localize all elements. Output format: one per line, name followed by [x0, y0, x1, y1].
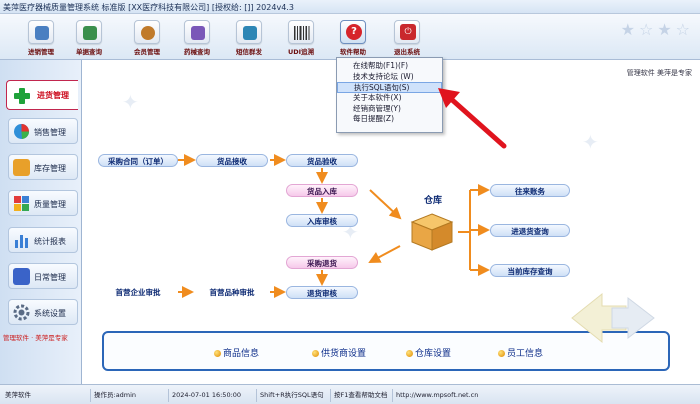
toolbar-button-help[interactable]: ? 软件帮助 [334, 20, 372, 59]
bar-chart-icon [13, 232, 30, 249]
node-purchase-query[interactable]: 进退货查询 [490, 224, 570, 237]
sidebar-tab-purchase[interactable]: 进货管理 [6, 80, 78, 110]
status-datetime: 2024-07-01 16:50:00 [168, 389, 256, 402]
menu-item-daily-reminder[interactable]: 每日提醒(Z) [353, 114, 394, 123]
node-goods-storage[interactable]: 货品入库 [286, 184, 358, 197]
status-bar: 美萍软件 操作员:admin 2024-07-01 16:50:00 Shift… [0, 384, 700, 404]
settings-icon [13, 304, 30, 321]
menu-item-about[interactable]: 关于本软件(X) [353, 93, 402, 102]
title-bar: 美萍医疗器械质量管理系统 标准版 [XX医疗科技有限公司] [授权给: []] … [0, 0, 700, 14]
node-return-audit[interactable]: 退货审核 [286, 286, 358, 299]
sidebar-item-sales[interactable]: 销售管理 [8, 118, 78, 144]
plus-icon [13, 87, 31, 105]
red-pointer-arrow-icon [438, 88, 507, 149]
node-first-product-audit[interactable]: 首营品种审批 [209, 288, 255, 297]
pie-chart-icon [13, 123, 30, 140]
daily-icon [13, 268, 30, 285]
link-product-info[interactable]: 商品信息 [214, 346, 259, 359]
status-operator: 操作员:admin [90, 389, 168, 402]
status-app-name: 美萍软件 [5, 391, 31, 399]
node-goods-inspect[interactable]: 货品验收 [286, 154, 358, 167]
bullet-icon [312, 350, 319, 357]
status-website: http://www.mpsoft.net.cn [392, 389, 492, 402]
bullet-icon [214, 350, 221, 357]
toolbar-button-document-search[interactable]: 单据查询 [70, 20, 108, 59]
toolbar-button-device-search[interactable]: 药械查询 [178, 20, 216, 59]
member-icon [134, 20, 160, 44]
toolbar-button-udi[interactable]: UDI追溯 [282, 20, 320, 59]
quality-icon [13, 195, 30, 212]
toolbar-button-member[interactable]: 会员管理 [128, 20, 166, 59]
brand-note: 管理软件 美萍是专家 [626, 69, 692, 77]
node-storage-audit[interactable]: 入库审核 [286, 214, 358, 227]
menu-item-execute-sql[interactable]: 执行SQL语句(S) [337, 82, 442, 93]
window-title: 美萍医疗器械质量管理系统 标准版 [XX医疗科技有限公司] [授权给: []] … [3, 3, 294, 12]
device-search-icon [184, 20, 210, 44]
inventory-icon [28, 20, 54, 44]
help-dropdown-menu: 在线帮助(F1)(F) 技术支持论坛 (W) 执行SQL语句(S) 关于本软件(… [336, 57, 443, 133]
warehouse-icon [13, 159, 30, 176]
sidebar-item-daily[interactable]: 日常管理 [8, 263, 78, 289]
menu-item-dealer-management[interactable]: 经销商管理(Y) [353, 103, 401, 113]
status-hint-help: 按F1查看帮助文档 [330, 389, 392, 402]
sidebar-item-settings[interactable]: 系统设置 [8, 299, 78, 325]
sidebar-item-quality[interactable]: 质量管理 [8, 190, 78, 216]
toolbar-button-sms[interactable]: 短信群发 [230, 20, 268, 59]
bullet-icon [406, 350, 413, 357]
node-purchase-return[interactable]: 采购退货 [286, 256, 358, 269]
link-warehouse-settings[interactable]: 仓库设置 [406, 346, 451, 359]
sms-icon [236, 20, 262, 44]
toolbar-button-purchase[interactable]: 进销管理 [22, 20, 60, 59]
link-supplier-settings[interactable]: 供货商设置 [312, 346, 366, 359]
udi-barcode-icon [288, 20, 314, 44]
link-staff-info[interactable]: 员工信息 [498, 346, 543, 359]
nav-arrows-icon [571, 292, 655, 344]
sidebar-item-stock[interactable]: 库存管理 [8, 154, 78, 180]
main-toolbar: 进销管理 单据查询 会员管理 药械查询 短信群发 UDI追溯 ? 软件帮助 ⏻ … [0, 14, 700, 60]
help-icon: ? [340, 20, 366, 44]
node-accounts[interactable]: 往来账务 [490, 184, 570, 197]
decorative-stars: ★☆★☆ [620, 20, 694, 39]
node-purchase-contract[interactable]: 采购合同（订单） [98, 154, 178, 167]
node-goods-receive[interactable]: 货品接收 [196, 154, 268, 167]
warehouse-box-icon [408, 210, 456, 252]
node-stock-query[interactable]: 当前库存查询 [490, 264, 570, 277]
bullet-icon [498, 350, 505, 357]
flow-connectors [178, 154, 490, 298]
sidebar-footer: 管理软件 · 美萍是专家 [3, 334, 68, 342]
left-sidebar: 进货管理 销售管理 库存管理 质量管理 统计报表 日常管理 系统设置 管理软件 … [0, 60, 82, 384]
sidebar-item-reports[interactable]: 统计报表 [8, 227, 78, 253]
menu-item-support-forum[interactable]: 技术支持论坛 (W) [353, 71, 414, 81]
status-hint-sql: Shift+R执行SQL语句 [256, 389, 330, 402]
toolbar-button-exit[interactable]: ⏻ 退出系统 [388, 20, 426, 59]
node-first-company-audit[interactable]: 首营企业审批 [115, 288, 161, 297]
main-panel: ✦ ✦ ✦ 管理软件 美萍是专家 仓库 采购合同（订单） 货 [82, 60, 700, 384]
quick-links-panel: 商品信息 供货商设置 仓库设置 员工信息 [102, 331, 670, 371]
menu-item-online-help[interactable]: 在线帮助(F1)(F) [353, 61, 409, 70]
exit-icon: ⏻ [394, 20, 420, 44]
document-search-icon [76, 20, 102, 44]
warehouse-label: 仓库 [423, 196, 442, 206]
